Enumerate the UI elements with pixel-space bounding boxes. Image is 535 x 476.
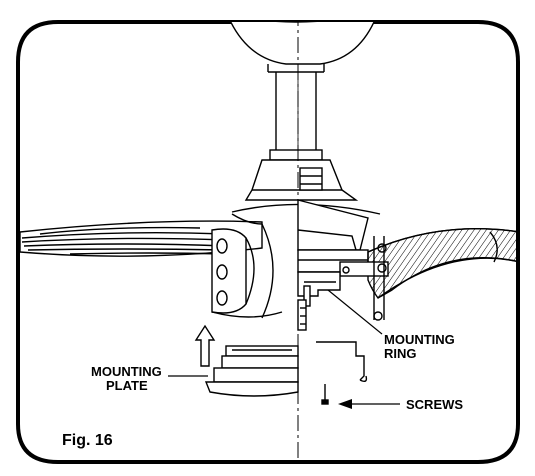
canopy xyxy=(221,22,383,73)
screw xyxy=(321,384,329,405)
figure-caption: Fig. 16 xyxy=(62,432,113,449)
screws-label: SCREWS xyxy=(406,397,463,412)
ring-bracket xyxy=(316,341,368,383)
mounting-ring-label-line2: RING xyxy=(384,346,417,361)
left-blade-iron xyxy=(211,213,283,319)
leader-lines xyxy=(168,289,400,405)
mounting-plate xyxy=(204,345,299,397)
right-blade-bracket xyxy=(339,236,389,321)
screws-arrowhead xyxy=(338,399,352,409)
motor-housing xyxy=(231,159,381,273)
mounting-ring-label-line1: MOUNTING xyxy=(384,332,455,347)
mounting-plate-label-line2: PLATE xyxy=(106,378,148,393)
figure-frame xyxy=(16,20,520,464)
mounting-plate-label-line1: MOUNTING xyxy=(91,364,162,379)
up-arrow xyxy=(194,324,216,367)
mounting-ring xyxy=(297,271,341,331)
left-blade xyxy=(19,220,263,257)
